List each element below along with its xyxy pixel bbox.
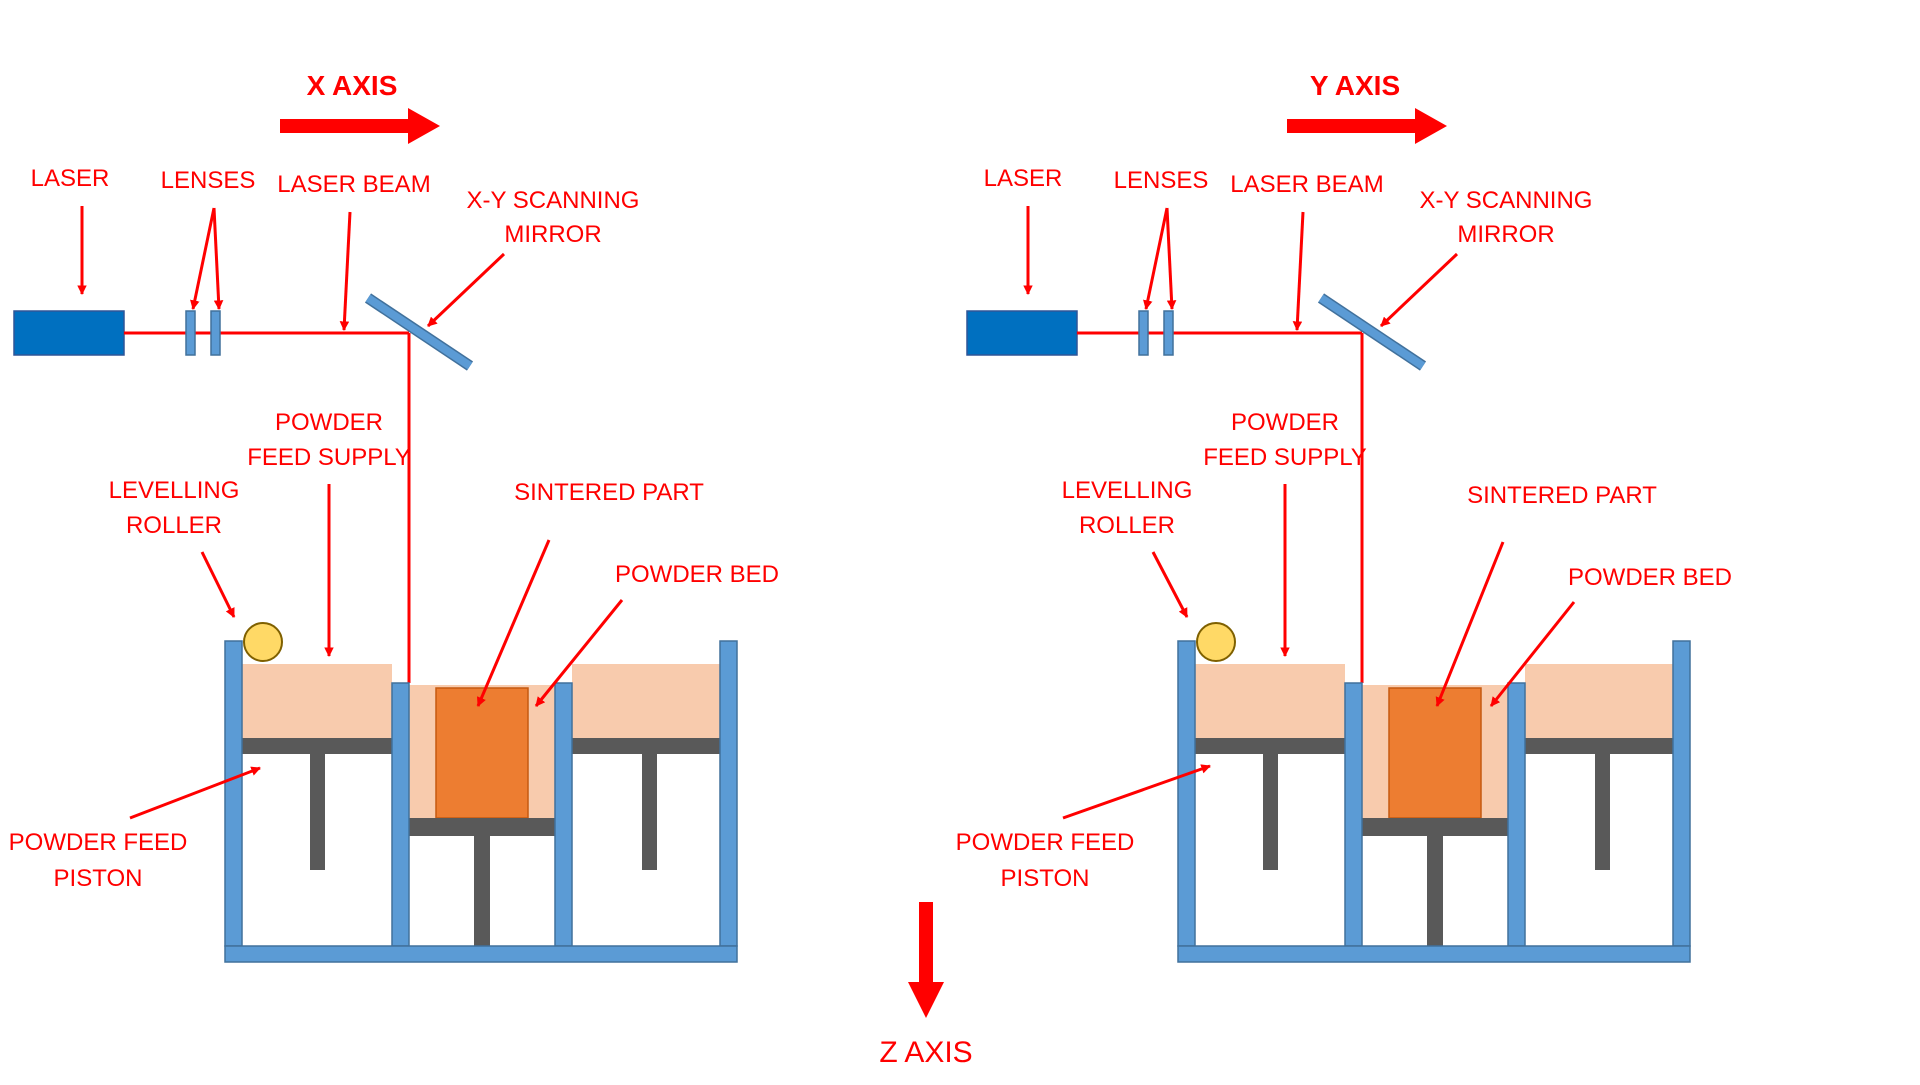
powder-feed-left	[1195, 664, 1345, 738]
arrow-mirror	[426, 252, 506, 328]
label-powder-supply-1: POWDER	[275, 409, 383, 436]
label-powder-supply-2: FEED SUPPLY	[247, 444, 411, 471]
x-axis-label: X AXIS	[307, 70, 398, 101]
panel-left: X AXIS LAS	[9, 70, 779, 963]
frame-wall-outer-left	[224, 640, 243, 947]
sintered-part-block	[1388, 687, 1482, 819]
arrow-powder-bed	[1489, 601, 1576, 707]
frame-wall-inner-right	[554, 682, 573, 947]
x-axis-arrow	[280, 108, 440, 144]
frame-base	[1177, 945, 1691, 963]
levelling-roller	[1196, 622, 1236, 662]
lens-1	[1138, 310, 1149, 356]
label-lenses: LENSES	[161, 167, 256, 194]
arrow-sintered-part	[1435, 541, 1505, 707]
label-laser-beam: LASER BEAM	[1230, 171, 1383, 198]
frame-wall-inner-left	[1344, 682, 1363, 947]
piston-plate-build	[409, 818, 555, 836]
z-axis-label: Z AXIS	[879, 1036, 972, 1069]
levelling-roller	[243, 622, 283, 662]
label-laser: LASER	[984, 165, 1063, 192]
piston-plate-right	[1525, 738, 1673, 754]
piston-plate-left	[1195, 738, 1345, 754]
piston-rod-left	[310, 754, 325, 870]
frame-wall-outer-right	[719, 640, 738, 947]
arrow-laser-beam	[339, 211, 352, 331]
arrow-lens-1	[1143, 207, 1169, 310]
label-mirror-2: MIRROR	[504, 221, 601, 248]
panel-right: Y AXIS LASER LENSES LASER BEAM X-Y SCANN…	[956, 70, 1732, 963]
label-piston-2: PISTON	[1001, 865, 1090, 892]
arrow-lens-1	[190, 207, 216, 310]
z-axis-arrow	[908, 902, 944, 1018]
arrow-laser-beam	[1292, 211, 1305, 331]
frame-wall-inner-left	[391, 682, 410, 947]
arrow-roller	[1151, 551, 1189, 618]
label-powder-bed: POWDER BED	[615, 561, 779, 588]
arrow-piston	[1062, 764, 1211, 820]
powder-feed-right	[1525, 664, 1673, 738]
label-roller-2: ROLLER	[126, 512, 222, 539]
label-laser: LASER	[31, 165, 110, 192]
piston-rod-build	[474, 836, 490, 952]
label-mirror-1: X-Y SCANNING	[1420, 187, 1593, 214]
label-powder-supply-2: FEED SUPPLY	[1203, 444, 1367, 471]
frame-base	[224, 945, 738, 963]
frame-wall-outer-right	[1672, 640, 1691, 947]
label-lenses: LENSES	[1114, 167, 1209, 194]
label-mirror-2: MIRROR	[1457, 221, 1554, 248]
label-laser-beam: LASER BEAM	[277, 171, 430, 198]
label-mirror-1: X-Y SCANNING	[467, 187, 640, 214]
sintered-part-block	[435, 687, 529, 819]
lens-1	[185, 310, 196, 356]
arrow-lens-2	[1165, 207, 1177, 310]
y-axis-label: Y AXIS	[1310, 70, 1400, 101]
z-axis: Z AXIS	[879, 902, 973, 1069]
frame-wall-inner-right	[1507, 682, 1526, 947]
piston-plate-build	[1362, 818, 1508, 836]
lens-2	[210, 310, 221, 356]
powder-feed-left	[242, 664, 392, 738]
label-roller-1: LEVELLING	[1062, 477, 1193, 504]
laser-body	[966, 310, 1078, 356]
label-sintered-part: SINTERED PART	[514, 479, 704, 506]
arrow-sintered-part	[476, 539, 551, 707]
label-piston-1: POWDER FEED	[9, 829, 188, 856]
label-piston-1: POWDER FEED	[956, 829, 1135, 856]
piston-plate-left	[242, 738, 392, 754]
piston-rod-right	[642, 754, 657, 870]
label-roller-1: LEVELLING	[109, 477, 240, 504]
piston-rod-right	[1595, 754, 1610, 870]
label-roller-2: ROLLER	[1079, 512, 1175, 539]
arrow-mirror	[1379, 252, 1459, 328]
lens-2	[1163, 310, 1174, 356]
y-axis-arrow	[1287, 108, 1447, 144]
piston-rod-left	[1263, 754, 1278, 870]
piston-rod-build	[1427, 836, 1443, 952]
powder-feed-right	[572, 664, 720, 738]
arrow-lens-2	[212, 207, 224, 310]
arrow-roller	[200, 551, 236, 618]
label-powder-bed: POWDER BED	[1568, 564, 1732, 591]
piston-plate-right	[572, 738, 720, 754]
arrow-powder-bed	[534, 599, 624, 707]
laser-body	[13, 310, 125, 356]
label-powder-supply-1: POWDER	[1231, 409, 1339, 436]
label-sintered-part: SINTERED PART	[1467, 482, 1657, 509]
frame-wall-outer-left	[1177, 640, 1196, 947]
arrow-piston	[129, 766, 261, 820]
label-piston-2: PISTON	[54, 865, 143, 892]
